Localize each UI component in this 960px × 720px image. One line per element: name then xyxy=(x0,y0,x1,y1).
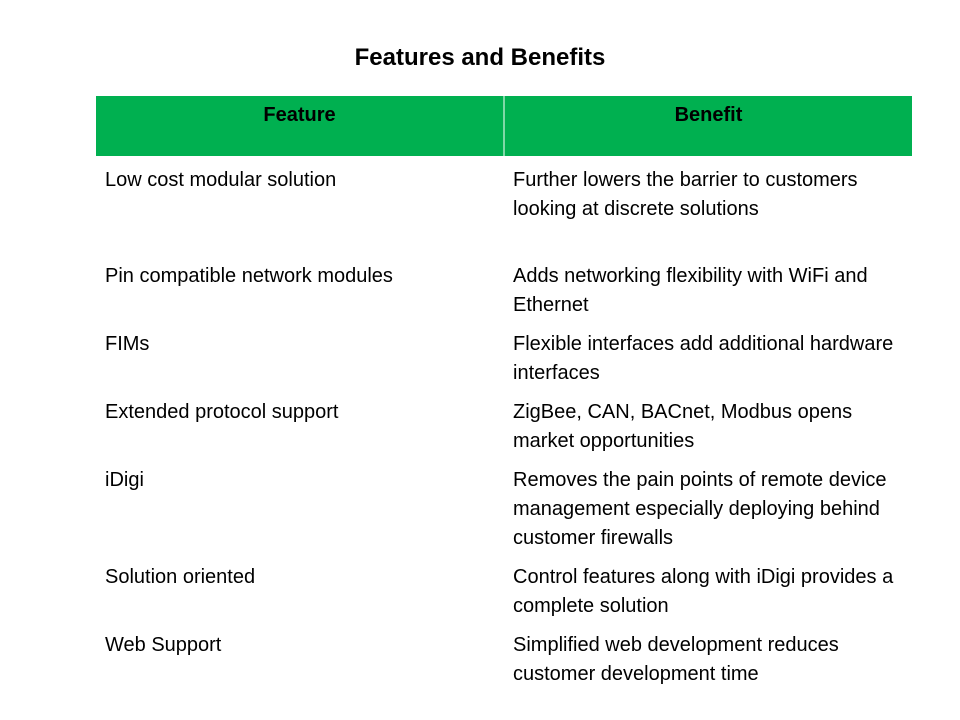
benefit-cell: Adds networking flexibility with WiFi an… xyxy=(513,265,868,316)
feature-cell: Web Support xyxy=(105,634,222,656)
table-row: Pin compatible network modules Adds netw… xyxy=(96,252,912,320)
benefit-cell: ZigBee, CAN, BACnet, Modbus opens market… xyxy=(513,401,853,452)
features-table: Feature Benefit Low cost modular solutio… xyxy=(96,96,912,689)
table-row: Extended protocol support ZigBee, CAN, B… xyxy=(96,388,912,456)
header-benefit: Benefit xyxy=(503,96,912,156)
header-feature: Feature xyxy=(96,96,504,156)
feature-cell: iDigi xyxy=(105,469,144,491)
table-header-row: Feature Benefit xyxy=(96,96,912,156)
table-row: Web Support Simplified web development r… xyxy=(96,621,912,689)
benefit-cell: Control features along with iDigi provid… xyxy=(513,566,894,617)
feature-cell: Pin compatible network modules xyxy=(105,265,393,287)
feature-cell: Low cost modular solution xyxy=(105,169,337,191)
feature-cell: FIMs xyxy=(105,333,150,355)
benefit-cell: Further lowers the barrier to customers … xyxy=(513,169,858,220)
slide-title: Features and Benefits xyxy=(354,44,606,71)
table-row: Low cost modular solution Further lowers… xyxy=(96,156,912,252)
feature-cell: Solution oriented xyxy=(105,566,256,588)
benefit-cell: Flexible interfaces add additional hardw… xyxy=(513,333,894,384)
table-row: FIMs Flexible interfaces add additional … xyxy=(96,320,912,388)
feature-cell: Extended protocol support xyxy=(105,401,339,423)
benefit-cell: Simplified web development reduces custo… xyxy=(513,634,839,685)
table-row: Solution oriented Control features along… xyxy=(96,553,912,621)
table-row: iDigi Removes the pain points of remote … xyxy=(96,456,912,553)
benefit-cell: Removes the pain points of remote device… xyxy=(513,469,887,549)
